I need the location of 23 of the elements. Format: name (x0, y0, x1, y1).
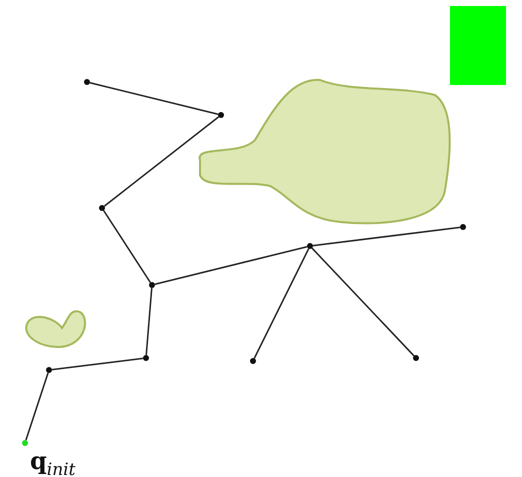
tree-vertex (99, 205, 105, 211)
tree-edge (312, 248, 414, 356)
goal-region (450, 6, 506, 85)
tree-edge (104, 116, 220, 207)
tree-vertex (250, 358, 256, 364)
tree-vertex (413, 355, 419, 361)
tree-edge (90, 82, 218, 116)
tree-vertex (46, 367, 52, 373)
start-point (22, 440, 28, 446)
tree-vertex (149, 282, 155, 288)
tree-vertex (143, 355, 149, 361)
tree-edge (254, 248, 310, 359)
tree-vertex (84, 79, 90, 85)
tree-vertex (307, 243, 313, 249)
tree-edge (103, 210, 151, 283)
tree-edge (146, 288, 152, 356)
tree-vertex (218, 112, 224, 118)
point-label: q$_{init}$ (30, 446, 76, 477)
tree-edge (154, 246, 308, 285)
tree-edge (52, 358, 144, 370)
tree-edge (312, 226, 460, 246)
tree-edge (25, 372, 49, 440)
tree-vertex (460, 224, 466, 230)
